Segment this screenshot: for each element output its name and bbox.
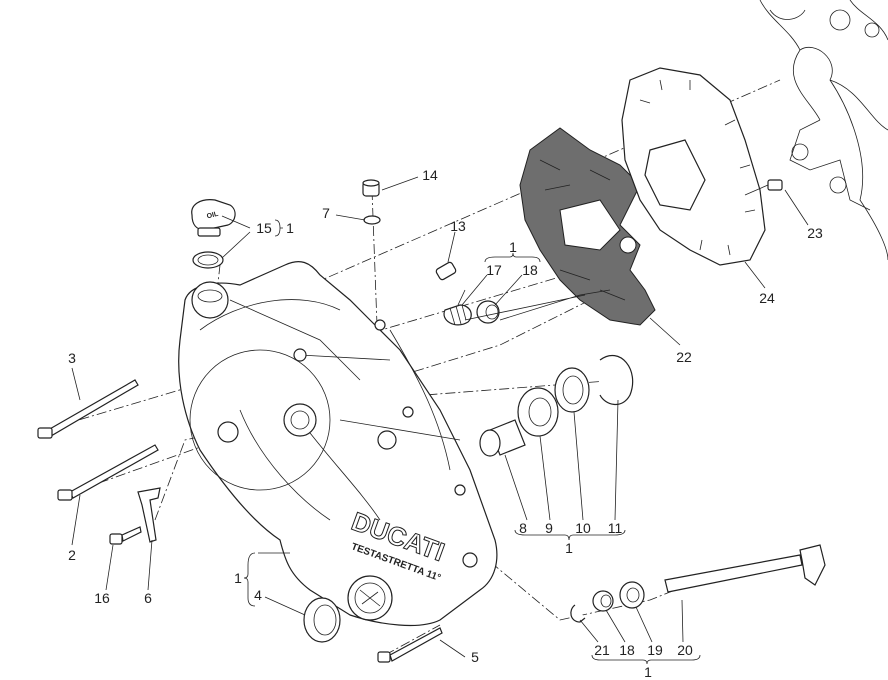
circlip-21 [570, 604, 586, 623]
callout-17: 17 [486, 262, 502, 278]
brace-15 [274, 219, 283, 237]
callout-17-18-group: 1 [509, 239, 517, 255]
clip-6 [137, 487, 161, 543]
brace-cover [243, 552, 256, 607]
bushing-8 [479, 419, 526, 457]
callout-8-11-group: 1 [565, 540, 573, 556]
engine-case [759, 0, 888, 261]
callout-22: 22 [676, 349, 692, 365]
callout-6: 6 [144, 590, 152, 606]
oil-seal-4 [303, 597, 341, 643]
callout-13: 13 [450, 218, 466, 234]
callout-7: 7 [322, 205, 330, 221]
callout-14: 14 [422, 167, 438, 183]
callout-3: 3 [68, 350, 76, 366]
seal-19 [619, 581, 645, 609]
bolt-5 [377, 627, 443, 663]
callout-15: 15 [256, 220, 272, 236]
callout-1-cover: 1 [234, 570, 242, 586]
screw [744, 179, 783, 196]
callout-18b: 18 [619, 642, 635, 658]
callout-8: 8 [519, 520, 527, 536]
callout-24: 24 [759, 290, 775, 306]
callout-4: 4 [254, 587, 262, 603]
oil-filler-cap: OIL [191, 199, 236, 269]
spring [443, 289, 472, 326]
screw-16 [109, 526, 142, 545]
callout-20: 20 [677, 642, 693, 658]
seal-9 [517, 387, 559, 437]
bolt-long-3 [37, 379, 139, 439]
brace-17-18 [484, 252, 541, 263]
dowel-pin [435, 261, 457, 281]
brace-21-20 [591, 654, 701, 665]
oil-cap-text: OIL [206, 210, 220, 220]
drain-plug [362, 179, 381, 225]
cover-plate [621, 67, 766, 266]
washer-10 [554, 367, 590, 413]
callout-19: 19 [647, 642, 663, 658]
callout-11: 11 [608, 520, 623, 536]
callout-16: 16 [94, 590, 110, 606]
callout-10: 10 [575, 520, 591, 536]
bolt-long-2 [57, 444, 159, 501]
callout-18: 18 [522, 262, 538, 278]
bushing [476, 300, 500, 324]
callout-21: 21 [594, 642, 610, 658]
shift-shaft-20 [664, 544, 826, 593]
callout-15-group: 1 [286, 220, 294, 236]
gasket-plate [519, 127, 656, 326]
clutch-cover: DUCATI TESTASTRETTA 11° [178, 261, 498, 627]
brace-8-11 [514, 529, 626, 541]
callout-9: 9 [545, 520, 553, 536]
callout-23: 23 [807, 225, 823, 241]
circlip-11 [599, 354, 634, 405]
bushing-18b [592, 590, 614, 612]
callout-2: 2 [68, 547, 76, 563]
callout-5: 5 [471, 649, 479, 665]
callout-21-20-group: 1 [644, 664, 652, 680]
